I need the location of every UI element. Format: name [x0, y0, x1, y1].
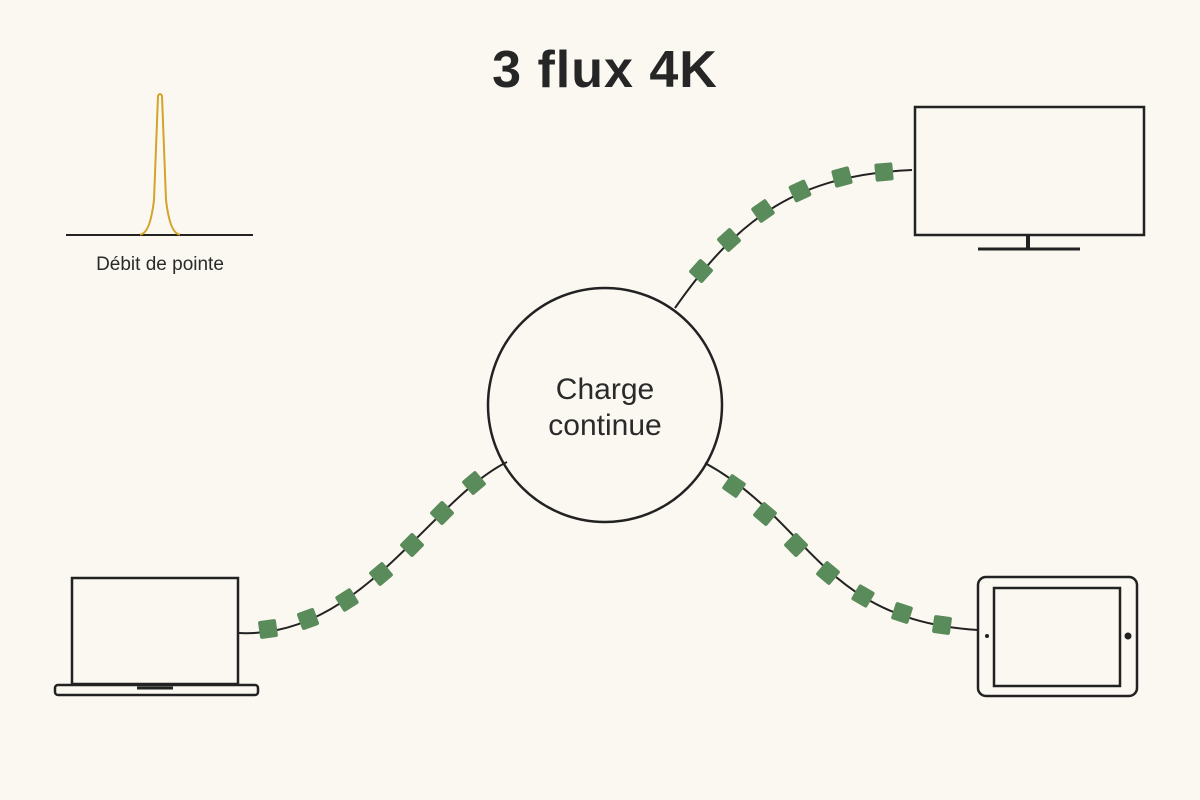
packets-tablet — [722, 474, 952, 635]
packet — [753, 502, 777, 526]
peak-spike — [139, 93, 181, 236]
tablet-camera — [985, 634, 989, 638]
tablet-icon — [976, 575, 1139, 698]
peak-indicator — [66, 93, 253, 236]
laptop-base — [53, 683, 260, 697]
connection-tablet — [704, 462, 979, 631]
packet — [297, 608, 319, 630]
packet — [851, 584, 875, 608]
packet — [788, 179, 812, 203]
packet — [430, 501, 454, 525]
packet — [722, 474, 746, 498]
packet — [462, 471, 486, 495]
hub-label-line1: Charge — [555, 373, 655, 406]
tablet-body — [976, 575, 1139, 698]
packet — [258, 619, 278, 639]
packet — [717, 228, 741, 252]
tablet-button — [1124, 632, 1132, 640]
packet — [369, 562, 393, 586]
laptop-icon — [53, 576, 260, 697]
packet — [784, 533, 808, 557]
hub-label: Charge continue — [490, 372, 720, 444]
packets-laptop — [258, 471, 486, 639]
packet — [891, 602, 913, 624]
packet — [335, 588, 359, 612]
tv-icon — [913, 105, 1146, 251]
packet — [689, 259, 713, 283]
packet — [874, 162, 894, 182]
hub-circle — [486, 286, 724, 524]
hub-label-line2: continue — [548, 409, 662, 442]
tv-screen — [913, 105, 1146, 237]
tablet-screen — [992, 586, 1122, 688]
packet — [831, 166, 853, 188]
laptop-screen — [70, 576, 240, 686]
packet — [751, 199, 775, 223]
packet — [400, 533, 424, 557]
packets-tv — [689, 162, 894, 283]
diagram-title: 3 flux 4K — [492, 41, 718, 99]
packet — [816, 561, 840, 585]
peak-label: Débit de pointe — [96, 254, 224, 275]
packet — [932, 615, 952, 635]
